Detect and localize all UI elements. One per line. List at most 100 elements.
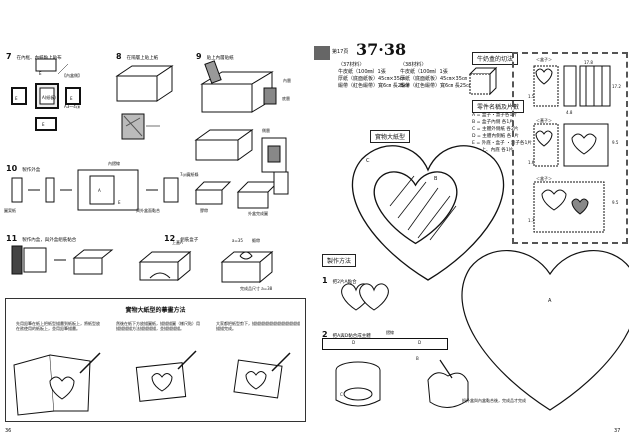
label-c: C — [340, 392, 343, 397]
materials-37-title: 〈37材料〉 — [338, 62, 365, 68]
step-12-header: 12 組裝盒子 — [164, 226, 198, 245]
parts-list: A = 盒子・蓋子各1片 B = 盒子內側 各1片 C = 主體外側紙 各2片 … — [472, 112, 532, 154]
milk-carton-icon — [468, 66, 498, 96]
step-number: 9 — [196, 52, 202, 61]
pattern-number: 1.6 — [528, 160, 535, 165]
step7-e-left: E — [15, 96, 18, 101]
step-text: 把A與D黏合成主體 — [332, 334, 371, 339]
full-size-title: 實物大紙型 — [370, 130, 411, 143]
step12-lid: 上蓋A — [172, 240, 183, 245]
step-11-header: 11 製作內盒，與外盒組裝黏合 — [6, 226, 76, 245]
step7-e-bottom: E — [42, 122, 45, 127]
pattern-number: 17.8 — [584, 60, 593, 65]
step10-tape: 膠帶 — [200, 208, 208, 213]
step7-a-center: A(紙板) — [42, 95, 56, 100]
step-10-header: 10 製作外盒 — [6, 156, 40, 175]
step7-ref: A3～4㎝ — [64, 104, 80, 109]
step-10-diagram — [11, 169, 289, 211]
step7-e-right: E — [70, 96, 73, 101]
tracing-col-2: 然後在紙下方放描圖紙，描描描圖（樣尺貼）用描描描描方法描描描描，並描描描描。 — [116, 321, 200, 331]
step-text: 把2片A黏合 — [332, 280, 357, 285]
materials-37-line: 厚紙（底面紙板）45㎝×35㎝ — [338, 76, 405, 82]
pattern-diagrams — [533, 65, 611, 233]
pattern-sheet — [512, 52, 628, 244]
heart-label-b: B — [434, 176, 438, 182]
materials-38: 〈38材料〉 牛皮紙（100㎜）1張 厚紙（底面紙板）45㎝×35㎝ 緞帶（紅色… — [400, 62, 484, 90]
part-item: D = 主體內側紙 各1片 — [472, 134, 519, 139]
step-text: 製作內盒，與外盒組裝黏合 — [22, 238, 77, 243]
step-number: 2 — [322, 330, 328, 339]
left-page-number: 36 — [5, 428, 12, 434]
materials-37-line: 緞帶（紅色緞帶）寬6㎝ 長25㎝ — [338, 83, 410, 89]
step-9-header: 9 貼上內層貼紙 — [196, 44, 234, 63]
step12-size: a=35 — [232, 238, 243, 243]
method-step-1: 1 把2片A黏合 — [322, 268, 357, 287]
step-number: 11 — [6, 234, 18, 243]
materials-37-line: 牛皮紙（100㎜）1張 — [338, 69, 386, 75]
pattern-number: 17.2 — [612, 84, 621, 89]
header-title: 37·38 — [356, 40, 407, 59]
fold-label: 摺線 — [386, 330, 394, 335]
tracing-col-1: 先用鉛筆在紙上把紙型描畫到紙板上，將紙型放在欲使用的紙板上，並用鉛筆描畫。 — [16, 321, 100, 331]
pattern-number: 4.8 — [566, 110, 573, 115]
strip-d-label-2: D — [418, 340, 422, 345]
part-item: B = 盒子內側 各1片 — [472, 120, 514, 125]
heart-label-c: C — [366, 158, 370, 164]
label-b: B — [416, 356, 419, 361]
part-item: E = 外底・盒子 ・蓋子各1片 — [472, 141, 532, 146]
part-item: C = 主體外側紙 各2片 — [472, 127, 519, 132]
step-number: 12 — [164, 234, 176, 243]
step-9-diagram — [194, 60, 277, 161]
left-page: 7 在內框、內紙黏上貼布 E 【內盒側】 E A(紙板) E E A3～4㎝ 8… — [0, 0, 312, 445]
step-7-diagram — [11, 58, 81, 131]
materials-38-line: 牛皮紙（100㎜）1張 — [400, 69, 448, 75]
method-step-2: 2 把A與D黏合成主體 — [322, 322, 371, 341]
pattern-number: 1.7 — [528, 218, 535, 223]
part-item: A = 盒子・蓋子各1片 — [472, 113, 517, 118]
step9-bottom: 底層 — [282, 96, 290, 101]
tracing-method-box: 實物大紙型的摹畫方法 先用鉛筆在紙上把紙型描畫到紙板上，將紙型放在欲使用的紙板上… — [5, 298, 306, 422]
step10-finish: 外盒完成圖 — [248, 211, 268, 216]
materials-38-title: 〈38材料〉 — [400, 62, 427, 68]
step10-pattern: 圖案紙 — [4, 208, 16, 213]
pattern-number: 1.5 — [528, 94, 535, 99]
strip-d-label: D — [352, 340, 356, 345]
step-number: 8 — [116, 52, 122, 61]
step12-ribbon: 緞帶 — [252, 238, 260, 243]
step-text: 在隔層上貼上紙 — [126, 56, 159, 61]
step9-side: 側層 — [262, 128, 270, 133]
tracing-illustrations — [13, 350, 291, 416]
step-number: 1 — [322, 276, 328, 285]
method-title: 製作方法 — [322, 254, 357, 267]
step-12-diagram — [138, 250, 274, 284]
right-page: 第17頁 37·38 〈37材料〉 牛皮紙（100㎜）1張 厚紙（底面紙板）45… — [314, 0, 629, 445]
materials-38-line: 厚紙（底面紙板）45㎝×35㎝ — [400, 76, 467, 82]
strip-d — [322, 338, 448, 350]
step12-finish: 完成品尺寸 a=38 — [240, 286, 273, 291]
step10-bond: 與外盒面黏合 — [136, 208, 160, 213]
method-step-2-diagram — [335, 359, 469, 408]
step-8-diagram — [115, 65, 174, 140]
pattern-tab: ＜蓋子＞ — [536, 118, 552, 123]
materials-38-line: 緞帶（紅色緞帶）寬6㎝ 長25㎝ — [400, 83, 472, 89]
step7-e-top: E — [39, 71, 42, 76]
step-number: 7 — [6, 52, 12, 61]
materials-37: 〈37材料〉 牛皮紙（100㎜）1張 厚紙（底面紙板）45㎝×35㎝ 緞帶（紅色… — [338, 62, 418, 90]
step10-a: A — [98, 188, 101, 193]
header-icon — [314, 46, 330, 60]
right-page-number: 37 — [614, 428, 621, 434]
step10-e: E — [118, 200, 121, 205]
tracing-method-title: 實物大紙型的摹畫方法 — [125, 307, 186, 314]
step7-inner-label: 【內盒側】 — [62, 73, 82, 78]
pattern-tab: ＜盒子＞ — [536, 57, 552, 62]
tracing-col-3: 大家都把紙型剪下，描描描描描描描描描描描描描描完成。 — [216, 321, 300, 331]
step10-fold: 內摺線 — [108, 161, 120, 166]
part-item: F = 上、內底 各1片 — [472, 148, 514, 153]
step-text: 組裝盒子 — [180, 238, 199, 243]
step10-strip: 7㎝寬紙條 — [180, 172, 199, 177]
step-11-diagram — [11, 245, 114, 275]
header-prefix: 第17頁 — [332, 49, 349, 55]
cut-method-title: 牛奶盒的切法 — [472, 52, 519, 65]
pattern-number: 9.5 — [612, 200, 619, 205]
step-number: 10 — [6, 164, 18, 173]
